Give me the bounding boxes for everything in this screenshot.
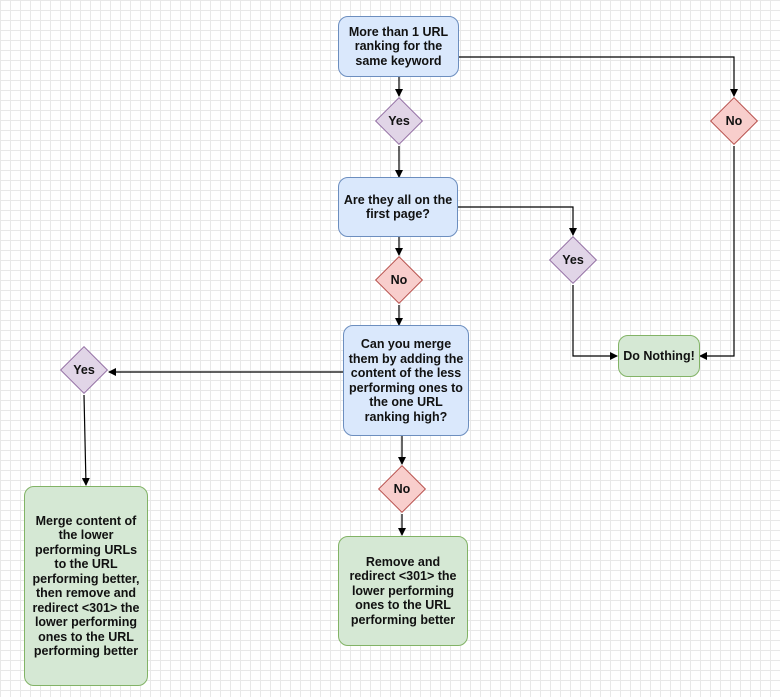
- edge-yes-to-do-nothing: [572, 285, 618, 360]
- decision-no-3-label: No: [393, 482, 411, 496]
- node-merge-content: Merge content of the lower performing UR…: [24, 486, 148, 686]
- edge-q2-to-yes: [458, 206, 577, 236]
- edge-no-to-do-nothing: [699, 146, 735, 360]
- decision-yes-1: Yes: [374, 96, 424, 146]
- node-remove-redirect-label: Remove and redirect <301> the lower perf…: [349, 554, 457, 627]
- node-can-you-merge-label: Can you merge them by adding the content…: [348, 337, 464, 424]
- decision-yes-2: Yes: [548, 235, 598, 285]
- node-merge-content-label: Merge content of the lower performing UR…: [32, 513, 140, 659]
- decision-yes-1-label: Yes: [388, 114, 410, 128]
- decision-no-2: No: [374, 255, 424, 305]
- node-do-nothing: Do Nothing!: [618, 335, 700, 377]
- node-can-you-merge: Can you merge them by adding the content…: [343, 325, 469, 436]
- decision-no-3: No: [377, 464, 427, 514]
- decision-no-2-label: No: [390, 273, 408, 287]
- decision-yes-3-label: Yes: [73, 363, 95, 377]
- node-more-than-one-url: More than 1 URL ranking for the same key…: [338, 16, 459, 77]
- node-remove-redirect: Remove and redirect <301> the lower perf…: [338, 536, 468, 646]
- decision-no-1-label: No: [725, 114, 743, 128]
- edge-yes-to-merge: [81, 394, 90, 486]
- edge-q1-to-no: [459, 56, 738, 97]
- decision-no-1: No: [709, 96, 759, 146]
- node-first-page-label: Are they all on the first page?: [343, 192, 453, 222]
- decision-yes-2-label: Yes: [562, 253, 584, 267]
- node-first-page: Are they all on the first page?: [338, 177, 458, 237]
- decision-yes-3: Yes: [59, 345, 109, 395]
- node-do-nothing-label: Do Nothing!: [623, 348, 695, 363]
- node-more-than-one-url-label: More than 1 URL ranking for the same key…: [348, 24, 449, 68]
